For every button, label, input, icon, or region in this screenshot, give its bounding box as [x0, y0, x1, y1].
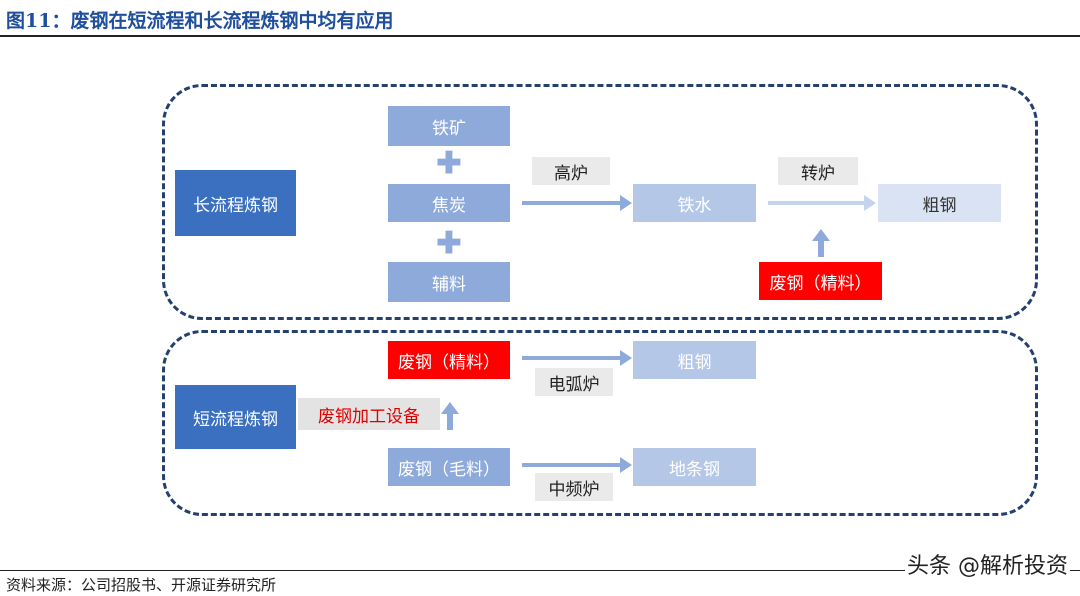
substandard-steel-box: 地条钢 — [633, 448, 756, 486]
bottom-divider — [0, 570, 1080, 571]
blast-furnace-label: 高炉 — [532, 157, 610, 185]
long-process-label: 长流程炼钢 — [175, 170, 296, 236]
input-coke: 焦炭 — [388, 184, 510, 222]
arrow-right-icon — [522, 195, 632, 211]
watermark: 头条 @解析投资 — [905, 548, 1070, 580]
crude-steel-long-box: 粗钢 — [878, 184, 1001, 222]
induction-furnace-label: 中频炉 — [535, 473, 613, 501]
crude-steel-short-box: 粗钢 — [633, 341, 756, 379]
scrap-raw-box: 废钢（毛料） — [388, 448, 510, 486]
hot-metal-box: 铁水 — [633, 184, 756, 222]
arrow-right-icon — [768, 195, 876, 211]
input-auxiliary: 辅料 — [388, 262, 510, 302]
arrow-right-icon — [522, 350, 632, 366]
scrap-processing-equipment-box: 废钢加工设备 — [298, 398, 440, 430]
arrow-right-icon — [522, 457, 632, 473]
input-iron-ore: 铁矿 — [388, 106, 510, 146]
converter-label: 转炉 — [778, 157, 858, 185]
plus-icon: ✚ — [436, 226, 462, 261]
figure-title: 图11：废钢在短流程和长流程炼钢中均有应用 — [6, 10, 394, 32]
scrap-fine-short-box: 废钢（精料） — [388, 341, 510, 379]
plus-icon: ✚ — [436, 146, 462, 181]
arrow-up-icon — [812, 229, 830, 257]
short-process-label: 短流程炼钢 — [175, 385, 296, 449]
title-divider — [0, 35, 1080, 37]
long-process-group — [162, 84, 1038, 320]
scrap-fine-long-box: 废钢（精料） — [759, 262, 882, 300]
short-process-group — [162, 330, 1038, 516]
eaf-label: 电弧炉 — [535, 368, 613, 396]
source-note: 资料来源：公司招股书、开源证券研究所 — [6, 576, 277, 594]
arrow-up-icon — [441, 402, 459, 430]
